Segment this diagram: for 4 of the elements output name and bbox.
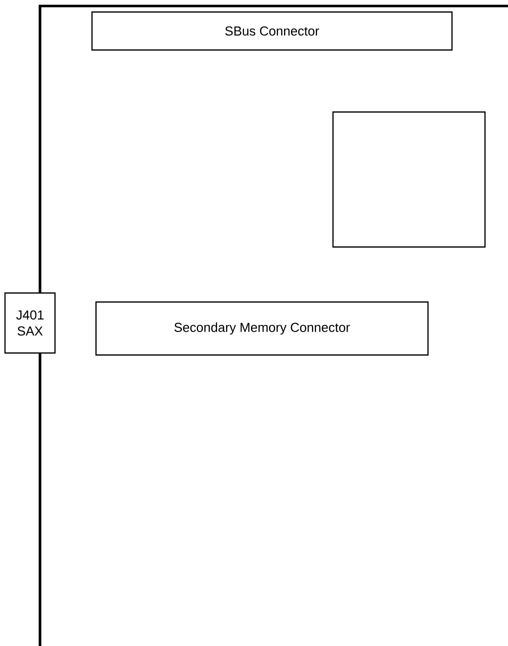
connector-box: Secondary Memory Connector — [95, 301, 429, 356]
jumper-box: J401 SAX — [4, 292, 56, 354]
chip-box — [332, 111, 486, 248]
connector-box: SBus Connector — [91, 11, 453, 51]
